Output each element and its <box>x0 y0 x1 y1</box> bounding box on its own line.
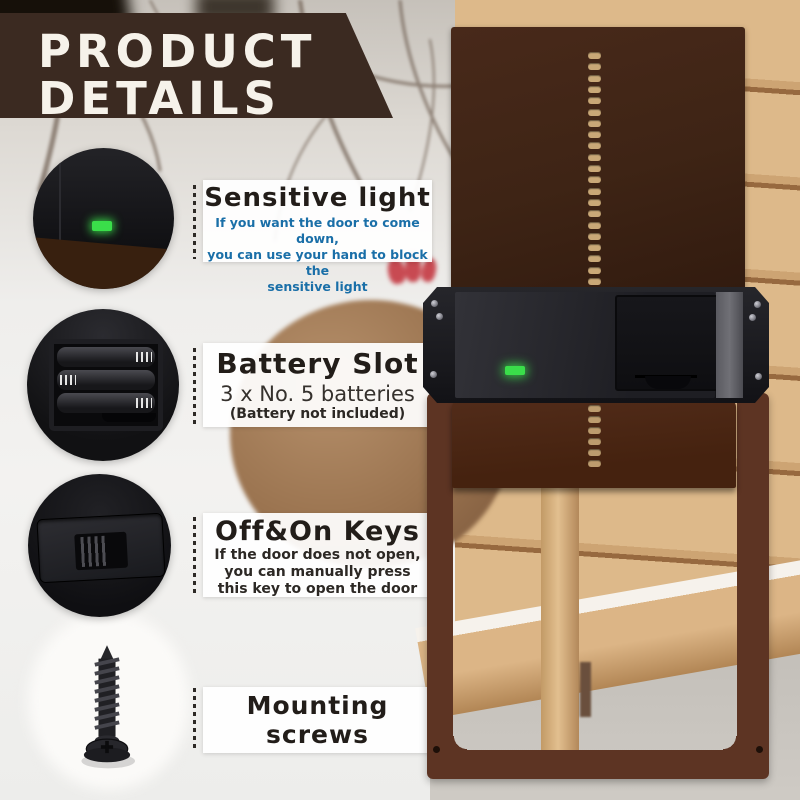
controller-mount-screw <box>749 314 756 321</box>
door-vent-hole <box>588 405 601 412</box>
frame-inner-corner <box>723 736 737 750</box>
door-vent-hole <box>588 416 601 423</box>
title-banner: PRODUCT DETAILS <box>0 13 393 118</box>
vent-hole <box>588 278 601 285</box>
door-brown-edge <box>33 236 174 289</box>
manual-key-plate <box>36 512 166 584</box>
vent-hole <box>588 232 601 240</box>
vent-hole <box>588 153 601 161</box>
feature-desc-line: If the door does not open, <box>214 547 421 563</box>
door-vent-hole <box>588 438 601 445</box>
sliding-door <box>452 399 736 488</box>
vent-hole <box>588 142 601 150</box>
battery-cell <box>57 347 155 367</box>
vent-hole <box>588 63 601 71</box>
battery-spring <box>60 375 76 385</box>
device-edge-line <box>59 148 61 244</box>
door-vent-hole <box>588 460 601 467</box>
feature-title: Off&On Keys <box>215 516 420 547</box>
feature-desc-line: you can manually press <box>224 564 411 580</box>
sensor-led-icon <box>92 221 112 231</box>
controller-mount-screw <box>431 300 438 307</box>
manual-key-grille <box>80 535 109 568</box>
feature-title: Mounting screws <box>246 691 389 749</box>
vent-hole <box>588 255 601 263</box>
vent-hole <box>588 198 601 206</box>
door-frame <box>427 393 769 779</box>
vent-hole <box>588 119 601 127</box>
vent-hole <box>588 165 601 172</box>
vent-hole <box>588 244 601 252</box>
vent-hole <box>588 85 601 93</box>
feature-title: Sensitive light <box>204 183 431 213</box>
chicken-leg <box>580 662 591 717</box>
feature-title: Battery Slot <box>216 347 419 380</box>
door-vent-hole <box>588 427 601 434</box>
vent-hole <box>588 176 601 184</box>
title-line-1: PRODUCT <box>38 25 317 78</box>
feature-desc-line: (Battery not included) <box>229 406 406 422</box>
frame-screw-hole-left <box>433 746 440 753</box>
feature-desc-line: sensitive light <box>267 279 368 294</box>
vent-hole <box>588 97 601 105</box>
battery-spring <box>136 352 152 362</box>
feature-panel-battery-slot: Battery Slot 3 x No. 5 batteries (Batter… <box>203 343 432 427</box>
feature-photo-battery-slot <box>27 309 179 461</box>
vent-hole <box>588 266 601 274</box>
door-controller-unit <box>423 287 769 403</box>
battery-cell <box>57 370 155 390</box>
vent-hole <box>588 52 601 59</box>
feature-desc-line: this key to open the door <box>217 581 418 597</box>
battery-cell <box>57 393 155 413</box>
manual-key-recess <box>74 531 129 571</box>
battery-compartment <box>49 339 163 431</box>
controller-side-strip <box>716 292 743 398</box>
feature-panel-off-on-keys: Off&On Keys If the door does not open, y… <box>203 513 432 597</box>
battery-spring <box>136 398 152 408</box>
controller-pull-notch <box>645 376 691 389</box>
controller-window <box>615 295 719 391</box>
dashed-connector <box>193 688 196 752</box>
feature-photo-manual-key <box>28 474 171 617</box>
title-line-2: DETAILS <box>38 72 281 125</box>
feature-desc-line: 3 x No. 5 batteries <box>220 382 415 406</box>
controller-mount-screw <box>436 313 443 320</box>
feature-desc-line: If you want the door to come down, <box>215 215 420 246</box>
controller-mount-screw <box>430 371 437 378</box>
dashed-connector <box>193 185 196 259</box>
frame-inner-corner <box>453 736 467 750</box>
vent-hole <box>588 74 601 82</box>
feature-panel-sensitive-light: Sensitive light If you want the door to … <box>203 180 432 294</box>
power-led-icon <box>505 366 525 375</box>
vent-hole <box>588 210 601 218</box>
mounting-screw-image <box>81 645 136 769</box>
controller-mount-screw <box>755 373 762 380</box>
vent-hole <box>588 108 601 116</box>
dashed-connector <box>193 348 196 424</box>
controller-mount-screw <box>754 301 761 308</box>
vent-hole <box>588 131 601 139</box>
dashed-connector <box>193 517 196 593</box>
vent-hole <box>588 187 601 195</box>
vent-hole <box>588 221 601 229</box>
feature-photo-sensitive-light <box>33 148 174 289</box>
feature-panel-mounting-screws: Mounting screws <box>203 687 432 753</box>
frame-screw-hole-right <box>756 746 763 753</box>
coop-door-top-panel <box>451 27 745 290</box>
battery-cover-latch <box>102 413 156 422</box>
feature-desc-line: you can use your hand to block the <box>207 247 428 278</box>
door-vent-hole <box>588 449 601 456</box>
